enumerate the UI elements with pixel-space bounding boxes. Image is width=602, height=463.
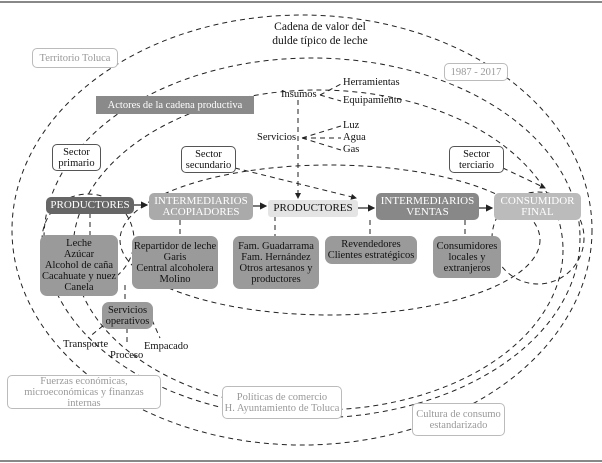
actors-producers: Leche Azúcar Alcohol de caña Cacahuate y…	[40, 235, 118, 296]
inputs-label: Insumos	[281, 89, 317, 100]
title-line-2: dulde típico de leche	[272, 35, 368, 47]
diagram-title: Cadena de valor del dulde típico de lech…	[250, 20, 390, 48]
stage-final-consumer: CONSUMIDOR FINAL	[494, 193, 581, 220]
stage-sales-intermediaries: INTERMEDIARIOS VENTAS	[376, 193, 479, 220]
economic-forces-callout: Fuerzas económicas, microeconómicas y fi…	[7, 375, 161, 409]
territory-ellipse	[11, 14, 593, 446]
services-label: Servicios	[257, 132, 297, 143]
operative-service-item: Proceso	[110, 350, 144, 361]
sector-primary-callout: Sector primario	[52, 144, 101, 171]
actors-collectors: Repartidor de leche Garis Central alcoho…	[132, 236, 218, 289]
territory-callout: Territorio Toluca	[32, 48, 118, 68]
actors-header: Actores de la cadena productiva	[96, 96, 254, 114]
period-callout: 1987 - 2017	[444, 63, 508, 81]
input-item: Equipamiento	[343, 95, 402, 106]
service-item: Gas	[343, 144, 360, 155]
operative-service-item: Empacado	[144, 341, 189, 352]
stage-producers: PRODUCTORES	[46, 197, 134, 214]
service-item: Luz	[343, 120, 360, 131]
chain-ellipse	[119, 164, 541, 316]
actors-sales: Revendedores Clientes estratégicos	[325, 236, 417, 264]
operative-services-box: Servicios operativos	[102, 302, 153, 329]
input-item: Herramientas	[343, 77, 400, 88]
consumption-culture-callout: Cultura de consumo estandarizado	[412, 403, 505, 436]
actors-consumers: Consumidores locales y extranjeros	[433, 236, 501, 278]
operative-service-item: Transporte	[63, 339, 109, 350]
stage-collectors: INTERMEDIARIOS ACOPIADORES	[149, 193, 253, 220]
frame-top	[0, 1, 602, 3]
policies-callout: Políticas de comercio H. Ayuntamiento de…	[222, 386, 342, 419]
title-line-1: Cadena de valor del	[274, 21, 366, 33]
service-item: Agua	[343, 132, 366, 143]
stage-artisan-producers: PRODUCTORES	[268, 200, 358, 217]
actors-artisans: Fam. Guadarrama Fam. Hernández Otros art…	[233, 236, 319, 289]
frame-bottom	[0, 460, 602, 462]
sector-tertiary-callout: Sector terciario	[449, 146, 504, 173]
sector-secondary-callout: Sector secundario	[181, 146, 236, 173]
